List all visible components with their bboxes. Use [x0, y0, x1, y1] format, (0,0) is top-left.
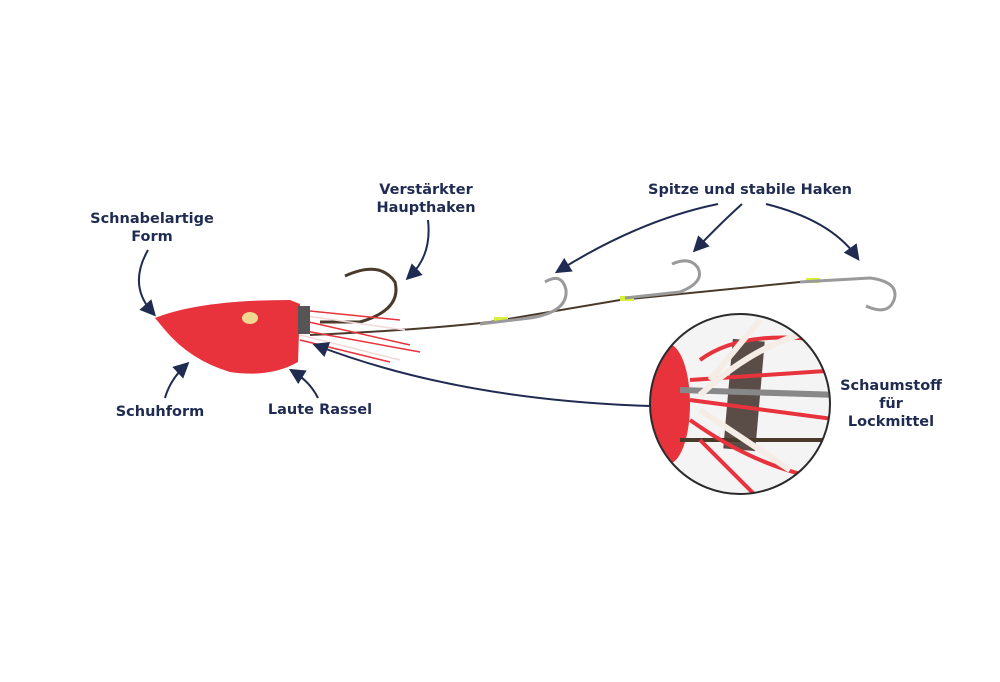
- label-beak-shape: Schnabelartige Form: [88, 210, 216, 246]
- label-line: Form: [131, 229, 173, 245]
- detail-magnifier: [649, 313, 831, 495]
- label-sharp-hooks: Spitze und stabile Haken: [648, 182, 852, 198]
- label-line: Schaumstoff: [840, 378, 942, 394]
- lure-head: [155, 300, 300, 374]
- label-line: Verstärkter: [379, 182, 473, 198]
- stopper: [494, 317, 508, 322]
- label-main-hook: Verstärkter Haupthaken: [368, 181, 484, 217]
- assist-hook: [479, 276, 568, 326]
- label-line: für: [879, 396, 903, 412]
- main-hook: [320, 267, 398, 324]
- assist-hook: [624, 259, 701, 300]
- label-rattle: Laute Rassel: [267, 402, 373, 418]
- rattle-window: [242, 312, 258, 324]
- label-line: Lockmittel: [847, 414, 935, 430]
- assist-hook: [799, 276, 897, 312]
- label-foam: Schaumstoff für Lockmittel: [836, 377, 946, 431]
- label-line: Schnabelartige: [90, 211, 214, 227]
- label-line: Haupthaken: [376, 200, 476, 216]
- callout-arrows: [137, 203, 860, 407]
- skirt: [299, 309, 421, 363]
- label-shoe-shape: Schuhform: [115, 404, 205, 420]
- rattle: [298, 306, 310, 334]
